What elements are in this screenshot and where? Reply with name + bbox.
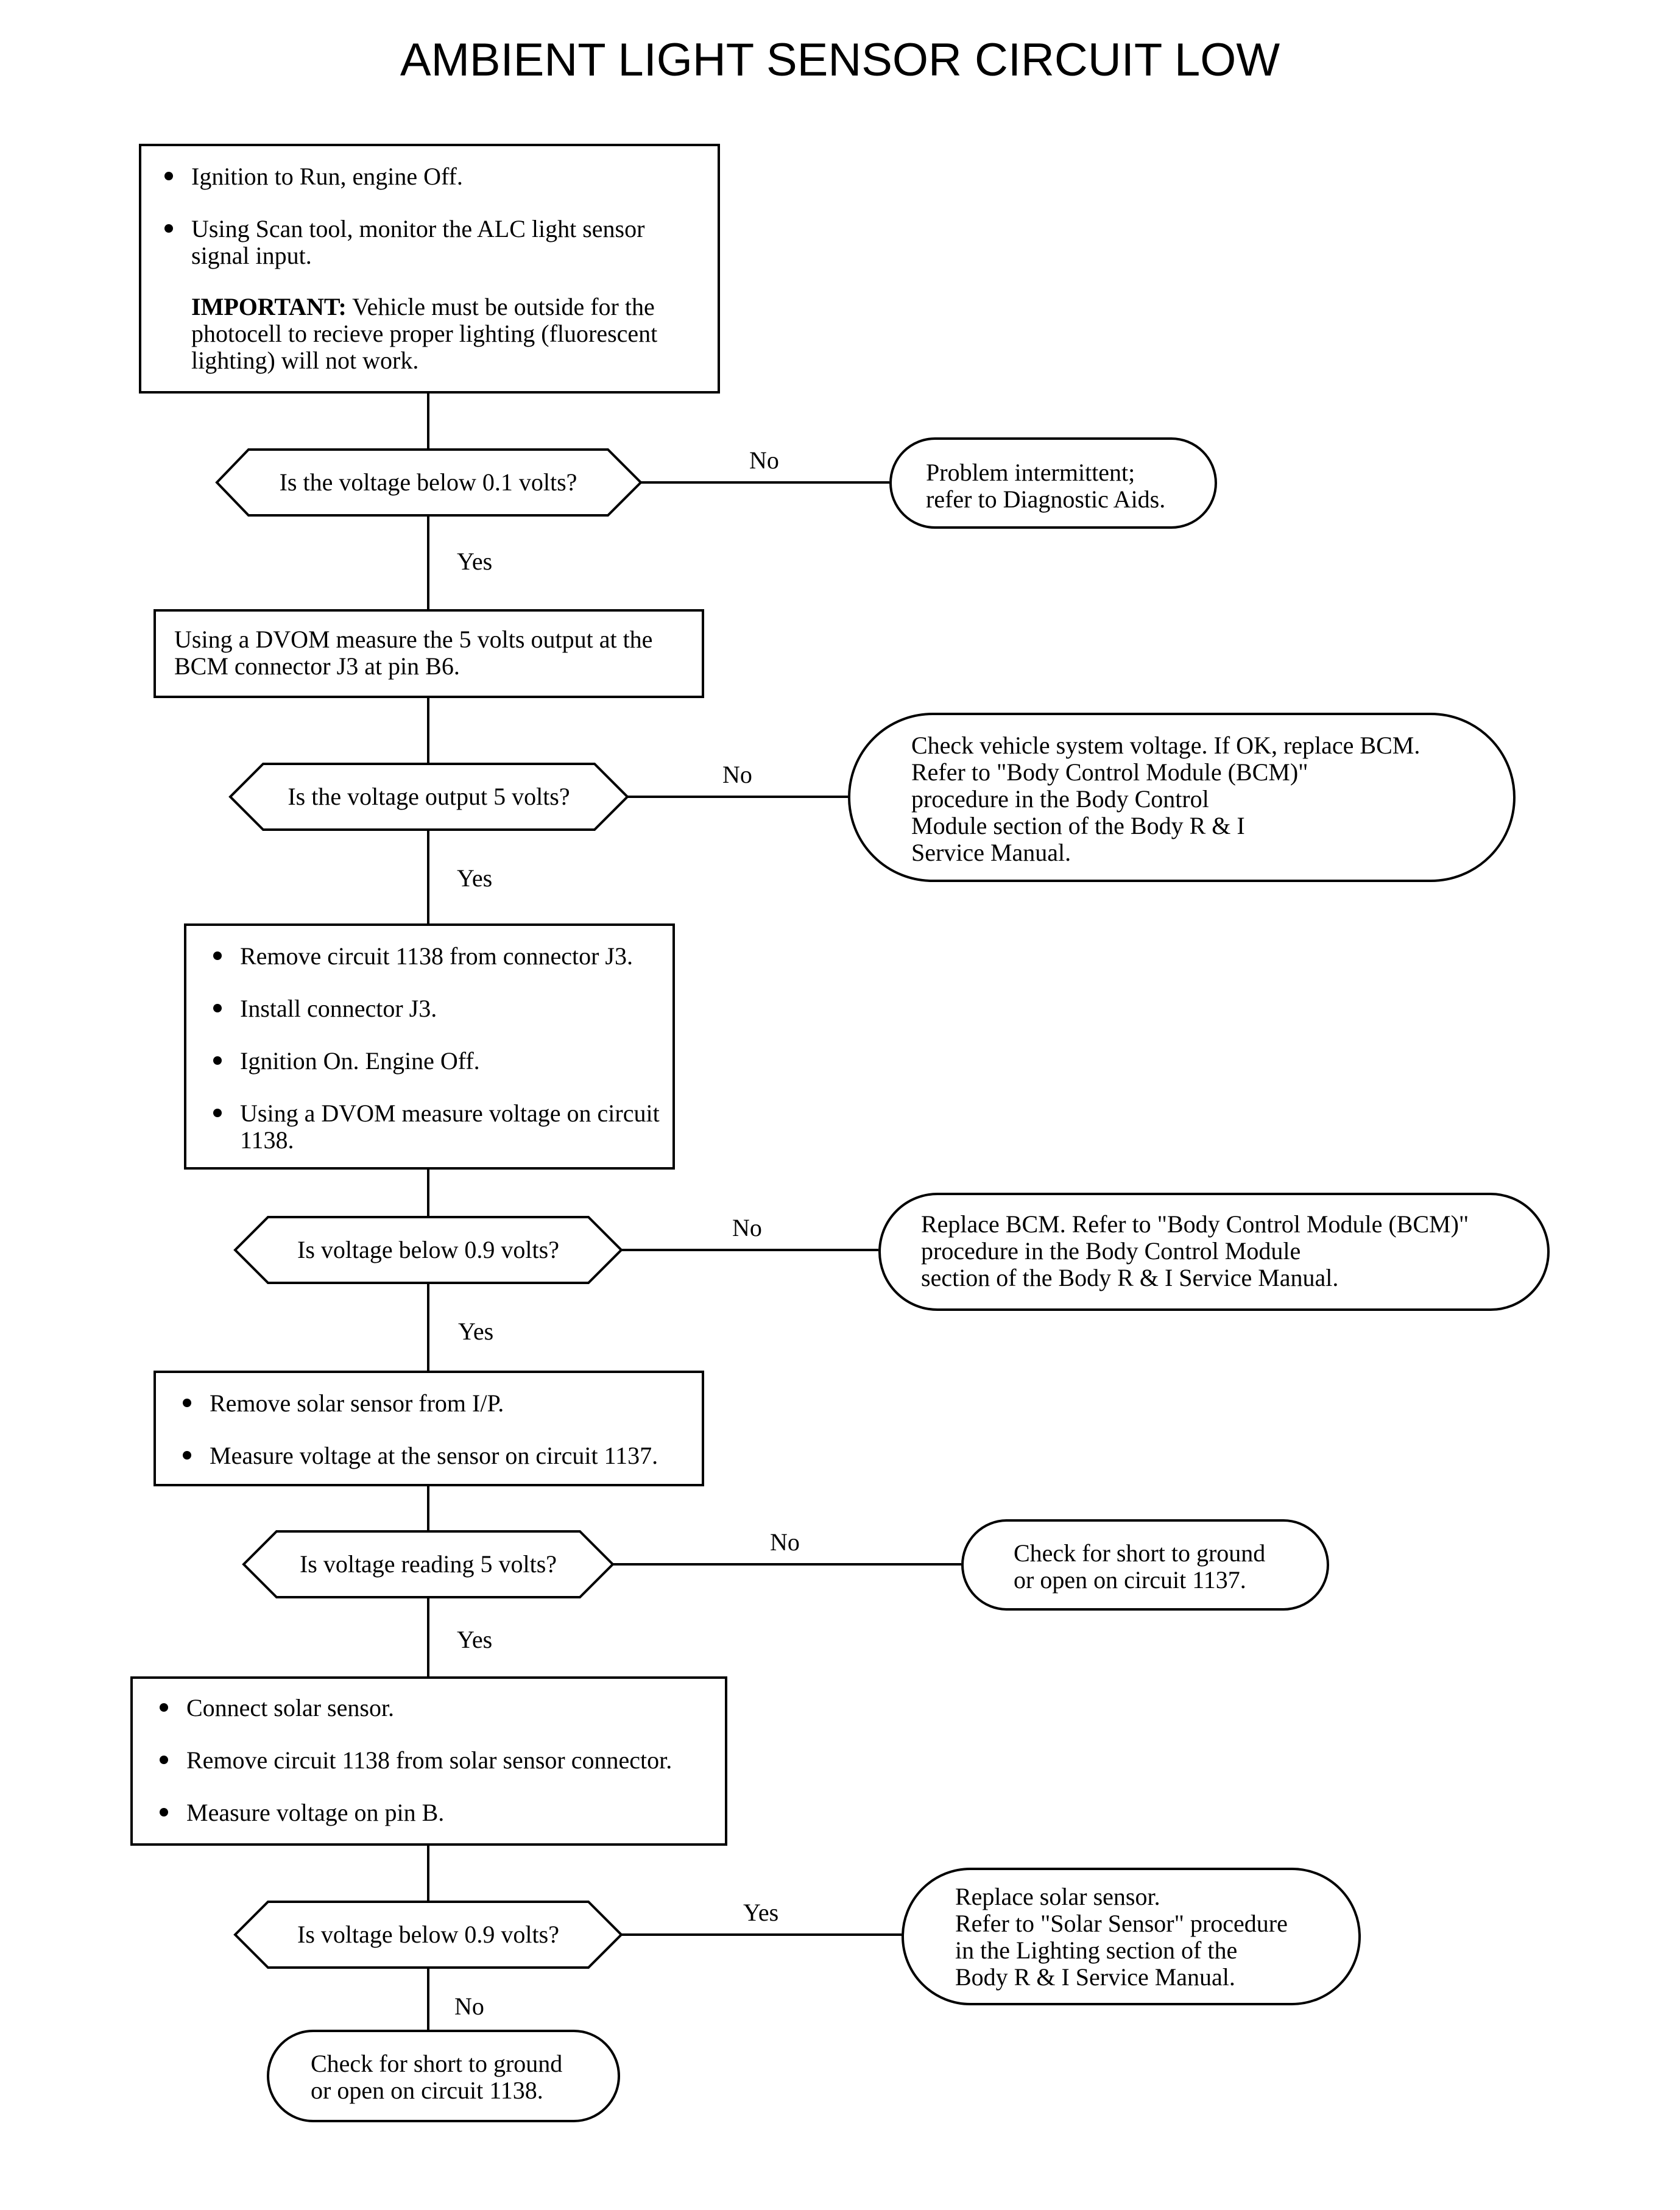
bullet-dot-icon — [213, 1109, 222, 1117]
step-4-bullet-2: Measure voltage at the sensor on circuit… — [174, 1442, 690, 1469]
bullet-dot-icon — [160, 1756, 168, 1764]
bullet-dot-icon — [213, 1004, 222, 1012]
step-5-bullet-3: Measure voltage on pin B. — [151, 1799, 713, 1826]
bullet-dot-icon — [213, 951, 222, 960]
decision-5-down-label: No — [454, 1993, 484, 2020]
bullet-dot-icon — [183, 1451, 191, 1460]
important-text: Vehicle must be outside for the photocel… — [191, 293, 658, 374]
bullet-dot-icon — [160, 1808, 168, 1816]
decision-shape-2 — [228, 763, 629, 831]
step-5-bullet-1: Connect solar sensor. — [151, 1695, 713, 1721]
step-box-3: Remove circuit 1138 from connector J3. I… — [184, 923, 675, 1170]
outcome-terminal-5: Replace solar sensor. Refer to "Solar Se… — [902, 1868, 1361, 2005]
outcome-terminal-3: Replace BCM. Refer to "Body Control Modu… — [878, 1193, 1550, 1311]
step-4-bullet-1: Remove solar sensor from I/P. — [174, 1390, 690, 1417]
step-3-bullet-3: Ignition On. Engine Off. — [205, 1048, 660, 1075]
step-box-5: Connect solar sensor. Remove circuit 113… — [130, 1676, 727, 1846]
decision-shape-4 — [242, 1530, 615, 1598]
step-1-bullet-2: Using Scan tool, monitor the ALC light s… — [156, 216, 705, 269]
step-box-4: Remove solar sensor from I/P. Measure vo… — [154, 1371, 704, 1486]
decision-shape-5 — [233, 1901, 623, 1969]
step-box-1: Ignition to Run, engine Off. Using Scan … — [139, 144, 720, 394]
step-3-bullet-2: Install connector J3. — [205, 995, 660, 1022]
decision-question-1: Is the voltage below 0.1 volts? — [279, 468, 577, 496]
outcome-terminal-4: Check for short to ground or open on cir… — [961, 1519, 1329, 1611]
step-2-text: Using a DVOM measure the 5 volts output … — [174, 626, 653, 680]
important-label: IMPORTANT: — [191, 293, 347, 320]
bullet-dot-icon — [213, 1056, 222, 1065]
decision-2-side-label: No — [722, 761, 752, 788]
decision-5-side-label: Yes — [743, 1899, 779, 1926]
important-note: IMPORTANT: Vehicle must be outside for t… — [156, 294, 705, 374]
decision-shape-3 — [233, 1216, 623, 1284]
decision-3-down-label: Yes — [458, 1318, 494, 1345]
decision-2-down-label: Yes — [457, 864, 493, 892]
decision-question-2: Is the voltage output 5 volts? — [288, 783, 570, 810]
step-3-bullet-1: Remove circuit 1138 from connector J3. — [205, 943, 660, 970]
decision-question-3: Is voltage below 0.9 volts? — [297, 1236, 559, 1263]
decision-question-5: Is voltage below 0.9 volts? — [297, 1921, 559, 1948]
bullet-dot-icon — [160, 1703, 168, 1712]
decision-question-4: Is voltage reading 5 volts? — [299, 1550, 557, 1578]
decision-1-side-label: No — [749, 447, 779, 474]
diagram-title: AMBIENT LIGHT SENSOR CIRCUIT LOW — [400, 34, 1280, 86]
decision-3-side-label: No — [732, 1214, 762, 1241]
decision-1-down-label: Yes — [457, 548, 493, 575]
decision-shape-1 — [215, 448, 643, 517]
step-5-bullet-2: Remove circuit 1138 from solar sensor co… — [151, 1747, 713, 1774]
decision-4-down-label: Yes — [457, 1626, 493, 1653]
step-1-bullet-1: Ignition to Run, engine Off. — [156, 163, 705, 190]
outcome-terminal-2: Check vehicle system voltage. If OK, rep… — [848, 713, 1516, 882]
bullet-dot-icon — [164, 172, 173, 180]
outcome-terminal-6: Check for short to ground or open on cir… — [267, 2030, 620, 2122]
step-3-bullet-4: Using a DVOM measure voltage on circuit … — [205, 1100, 660, 1154]
outcome-terminal-1: Problem intermittent; refer to Diagnosti… — [889, 437, 1217, 529]
bullet-dot-icon — [183, 1399, 191, 1407]
decision-4-side-label: No — [770, 1528, 800, 1556]
step-box-2: Using a DVOM measure the 5 volts output … — [154, 609, 704, 698]
bullet-dot-icon — [164, 224, 173, 233]
